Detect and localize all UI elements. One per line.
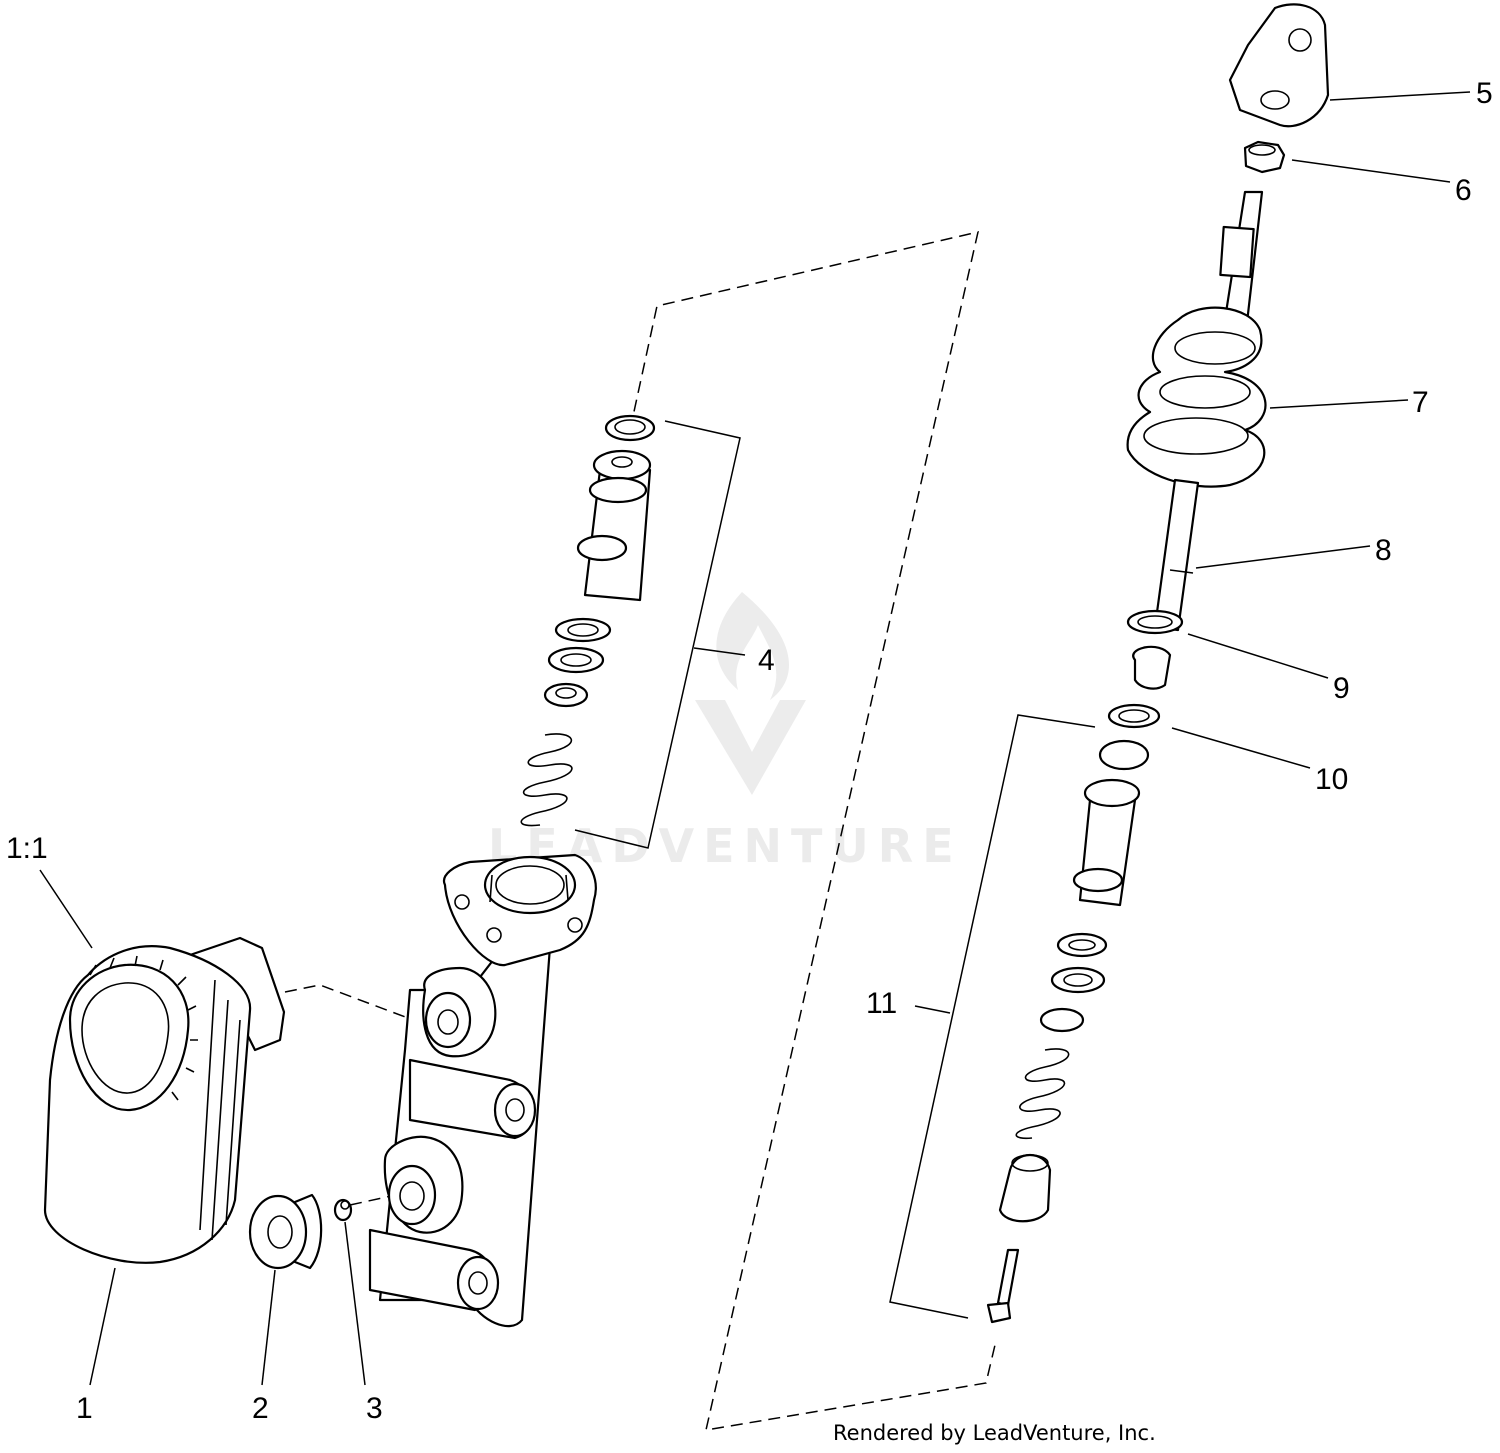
leader-1 xyxy=(89,1267,116,1386)
callout-8: 8 xyxy=(1375,534,1392,567)
callout-1-1: 1:1 xyxy=(6,832,48,865)
nut-part-6 xyxy=(1243,140,1286,174)
yoke-part-5 xyxy=(1228,3,1330,128)
callout-9: 9 xyxy=(1333,672,1350,705)
callout-4: 4 xyxy=(758,644,775,677)
assembly-outline-dashed xyxy=(629,231,996,1431)
piston-kit-part-4 xyxy=(520,414,656,827)
callout-1: 1 xyxy=(76,1392,93,1425)
washer-part-10 xyxy=(1107,703,1161,729)
master-cylinder-body xyxy=(368,853,597,1328)
bracket-4 xyxy=(574,420,741,849)
leader-4 xyxy=(693,647,746,656)
callout-7: 7 xyxy=(1412,386,1429,419)
piston-kit-part-11 xyxy=(986,739,1150,1324)
callout-11: 11 xyxy=(866,987,897,1020)
leader-8 xyxy=(1195,545,1371,569)
render-credit: Rendered by LeadVenture, Inc. xyxy=(833,1421,1156,1445)
retaining-ring-part-9 xyxy=(1126,609,1184,635)
callout-2: 2 xyxy=(252,1392,269,1425)
bracket-11 xyxy=(889,714,1096,1319)
pushrod-boot-part-7 xyxy=(1126,190,1267,488)
plug-part-3 xyxy=(333,1198,353,1222)
leader-9 xyxy=(1187,633,1329,679)
reservoir-connect-dashed xyxy=(284,984,441,1031)
leader-7 xyxy=(1269,399,1409,409)
callout-5: 5 xyxy=(1476,77,1493,110)
leader-6 xyxy=(1291,159,1451,183)
callout-3: 3 xyxy=(366,1392,383,1425)
callout-10: 10 xyxy=(1315,763,1348,796)
leader-5 xyxy=(1329,91,1471,101)
leader-10 xyxy=(1171,727,1311,769)
leader-2 xyxy=(261,1269,276,1386)
reservoir-part-1 xyxy=(43,936,286,1264)
leader-1-1 xyxy=(39,869,93,949)
rod-part-8 xyxy=(1132,478,1200,690)
callout-6: 6 xyxy=(1455,174,1472,207)
leader-3 xyxy=(344,1221,366,1386)
leader-11 xyxy=(914,1005,951,1014)
watermark-logo-icon xyxy=(695,592,806,795)
grommet-part-2 xyxy=(248,1193,323,1270)
